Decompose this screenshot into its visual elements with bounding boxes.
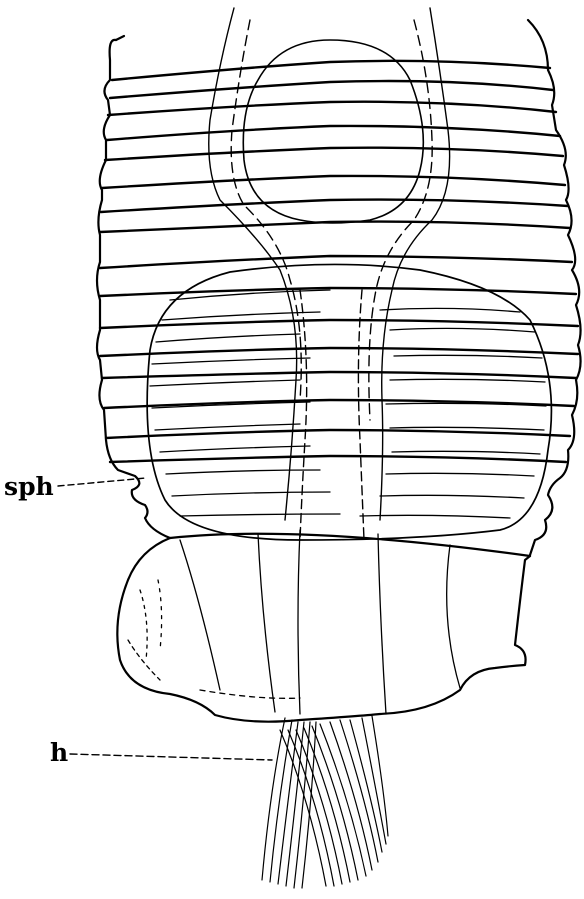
- label-h: h: [50, 740, 68, 765]
- label-sph: sph: [4, 474, 54, 499]
- annulation-rings: [100, 61, 578, 462]
- leader-lines: [58, 478, 272, 760]
- h-leader-line: [70, 754, 272, 760]
- sph-leader-line: [58, 478, 146, 486]
- hair-tuft: [262, 716, 388, 888]
- lower-bulb: [117, 530, 530, 722]
